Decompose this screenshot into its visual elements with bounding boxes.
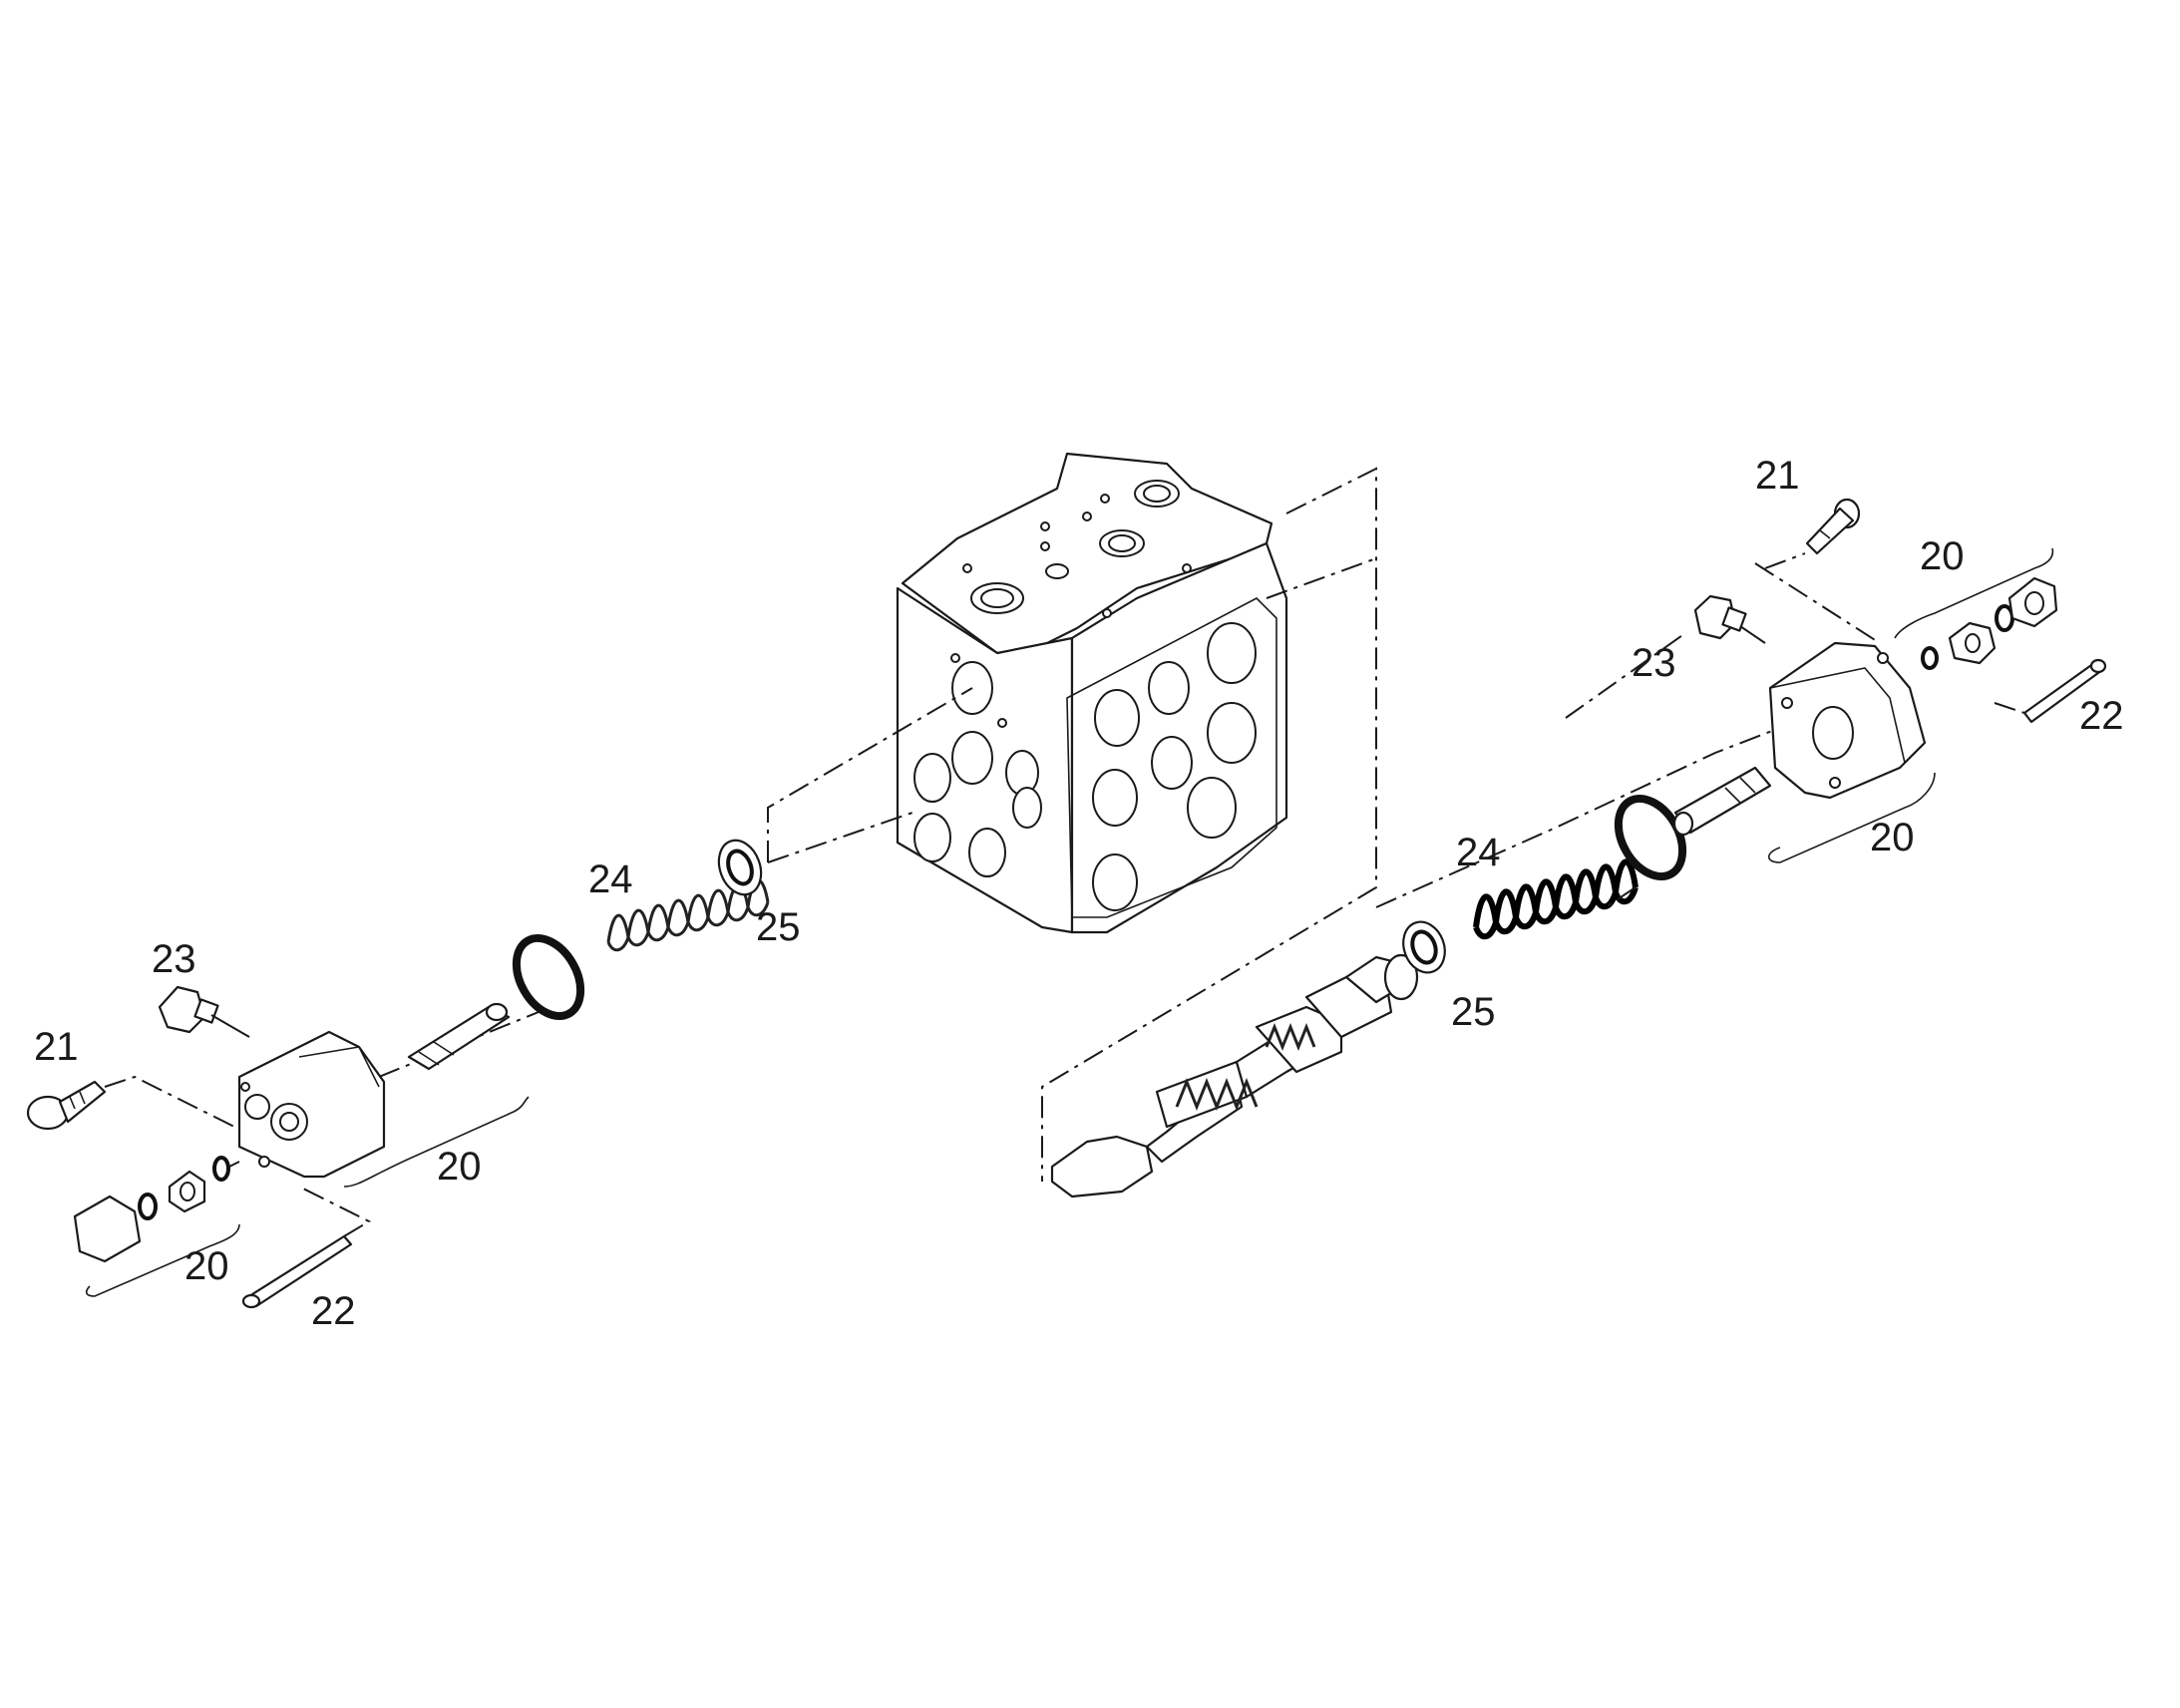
left-o-ring (512, 934, 585, 1020)
right-spring (1473, 858, 1638, 940)
right-bolt-21 (1764, 498, 1861, 569)
left-washer (717, 839, 763, 896)
callout-right-21: 21 (1755, 454, 1800, 498)
left-screw-22 (241, 1186, 372, 1309)
right-fitting-23 (1693, 594, 1766, 644)
left-fitting-23 (158, 985, 250, 1038)
callout-right-22: 22 (2079, 694, 2124, 738)
left-brackets (85, 1096, 530, 1297)
callout-left-21: 21 (34, 1025, 79, 1069)
callout-right-20a: 20 (1920, 534, 1965, 578)
callout-right-23: 23 (1632, 641, 1676, 685)
left-cover-block (237, 1030, 386, 1179)
right-brackets (1767, 547, 2054, 863)
callout-left-20a: 20 (437, 1145, 482, 1189)
left-cap-and-nut (73, 1156, 240, 1263)
callout-left-25: 25 (756, 905, 801, 949)
callout-left-22: 22 (311, 1289, 356, 1333)
callout-left-24: 24 (588, 857, 633, 901)
right-washer (1402, 920, 1446, 974)
left-plunger (407, 1002, 511, 1071)
callout-left-20b: 20 (184, 1244, 229, 1288)
left-bolt-21 (26, 1075, 235, 1131)
callout-right-25: 25 (1451, 990, 1496, 1034)
right-plunger (1672, 766, 1772, 837)
callout-right-24: 24 (1456, 831, 1501, 874)
right-screw-22 (1994, 658, 2107, 724)
callout-left-23: 23 (152, 937, 196, 981)
right-cap-and-nut (1921, 576, 2058, 670)
valve-body (896, 452, 1288, 934)
right-cover-block (1768, 641, 1927, 800)
callout-right-20b: 20 (1870, 816, 1915, 859)
right-spool (1050, 953, 1419, 1198)
